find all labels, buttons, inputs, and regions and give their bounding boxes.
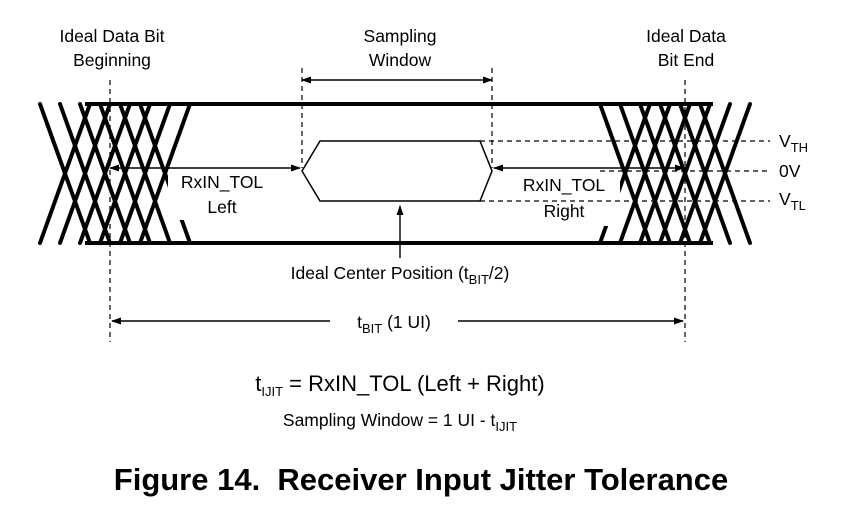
ideal-end-label-line2: Bit End (658, 50, 714, 70)
left-transition-bundle (38, 102, 192, 245)
tbit-label: tBIT (1 UI) (357, 312, 431, 336)
ideal-begin-label-line1: Ideal Data Bit (59, 26, 164, 46)
sampling-window-label-line1: Sampling (364, 26, 437, 46)
rxin-tol-right-label-line1: RxIN_TOL (523, 175, 606, 196)
zero-v-label: 0V (779, 161, 801, 181)
right-transition-bundle (598, 102, 752, 245)
rxin-tol-left-label-line2: Left (207, 197, 236, 217)
jitter-equation: tIJIT = RxIN_TOL (Left + Right) (255, 371, 544, 399)
vtl-label: VTL (779, 189, 806, 213)
sampling-window-equation: Sampling Window = 1 UI - tIJIT (283, 410, 517, 434)
sampling-window-label-line2: Window (369, 50, 432, 70)
sampling-window-hexagon (301, 140, 493, 202)
ideal-end-label-line1: Ideal Data (646, 26, 726, 46)
rxin-tol-right-label-line2: Right (544, 201, 585, 221)
rxin-tol-left-label-line1: RxIN_TOL (181, 172, 264, 193)
ideal-begin-label-line2: Beginning (73, 50, 151, 70)
ideal-center-label: Ideal Center Position (tBIT/2) (291, 263, 510, 287)
figure-caption: Figure 14. Receiver Input Jitter Toleran… (114, 462, 728, 497)
vth-label: VTH (779, 131, 808, 155)
